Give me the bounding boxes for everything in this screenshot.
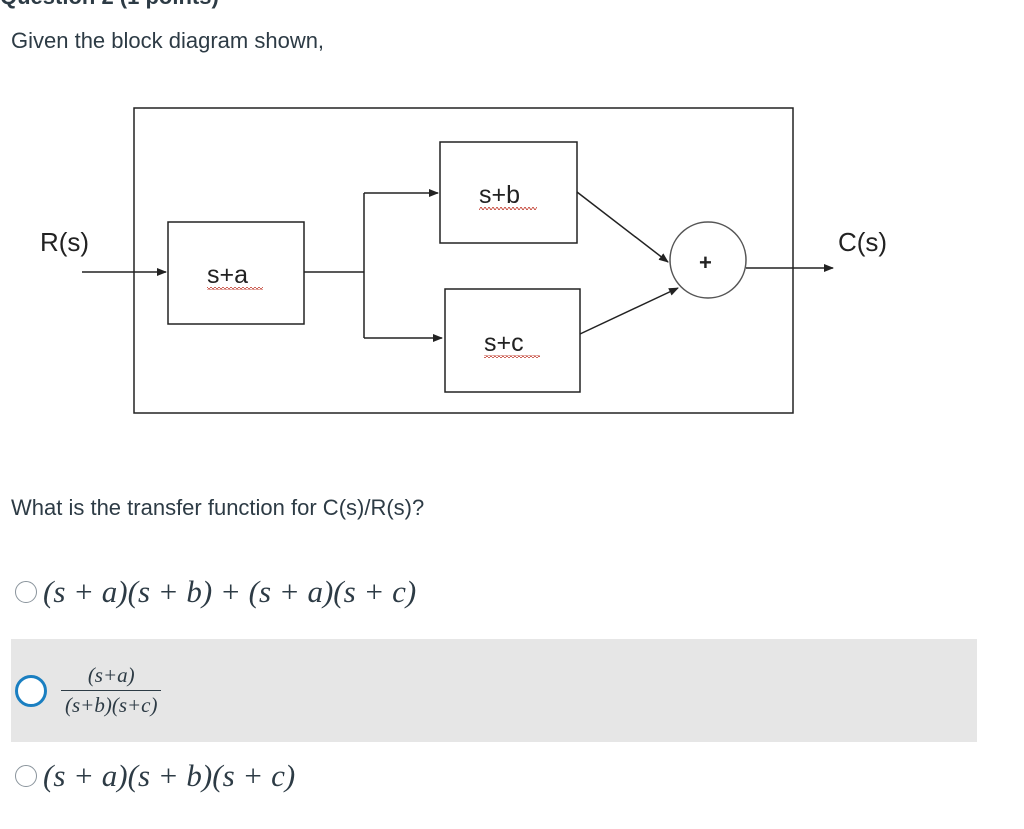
answer-option-3[interactable]: (s + a)(s + b)(s + c) — [11, 750, 977, 802]
summing-junction — [669, 221, 747, 299]
arrow-c-to-sum — [579, 287, 679, 335]
arrow-b-to-sum — [576, 191, 669, 263]
option-3-expression: (s + a)(s + b)(s + c) — [43, 758, 296, 793]
output-label: C(s) — [838, 227, 887, 257]
radio-button[interactable] — [15, 765, 37, 787]
block-s-plus-b-label: s+b — [479, 181, 520, 209]
question-heading: Question 2 (1 points) — [0, 0, 219, 10]
fraction-bar — [61, 689, 162, 692]
option-2-fraction: (s+a) (s+b)(s+c) — [61, 662, 162, 719]
option-1-expression: (s + a)(s + b) + (s + a)(s + c) — [43, 574, 417, 609]
answer-option-1[interactable]: (s + a)(s + b) + (s + a)(s + c) — [11, 566, 977, 618]
block-s-plus-c-label: s+c — [484, 329, 524, 357]
block-diagram: R(s) s+a s+b s+c + C(s) — [40, 107, 887, 414]
option-2-denominator: (s+b)(s+c) — [65, 693, 158, 718]
diagram-frame — [133, 107, 794, 414]
block-s-plus-a-label: s+a — [207, 261, 248, 289]
summing-sign: + — [699, 250, 712, 275]
answer-option-2[interactable]: (s+a) (s+b)(s+c) — [11, 639, 977, 742]
option-2-numerator: (s+a) — [87, 662, 135, 687]
question-text: What is the transfer function for C(s)/R… — [11, 495, 425, 520]
block-s-plus-a — [167, 221, 305, 325]
question-prompt: Given the block diagram shown, — [11, 28, 325, 53]
radio-button[interactable] — [15, 581, 37, 603]
block-s-plus-c — [444, 288, 581, 393]
radio-button[interactable] — [15, 674, 47, 707]
input-label: R(s) — [40, 227, 89, 257]
